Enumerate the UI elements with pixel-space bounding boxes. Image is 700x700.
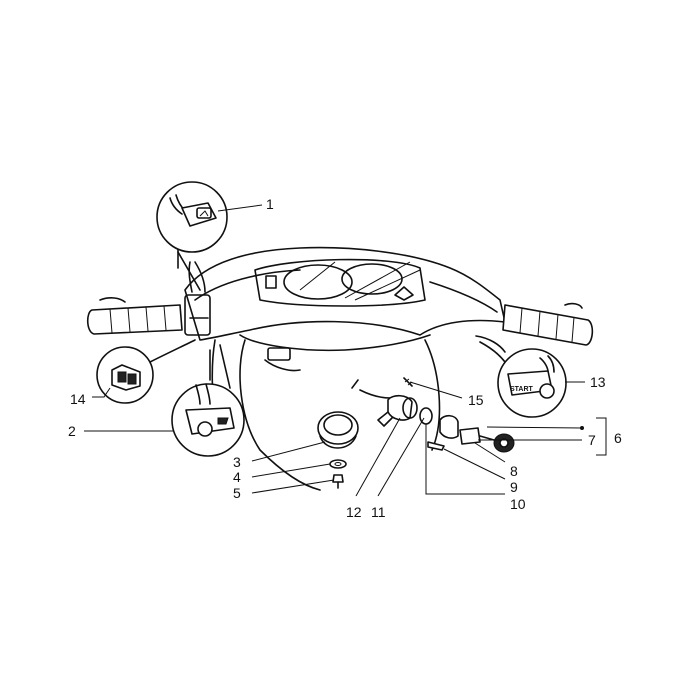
callout-2: 2: [68, 423, 76, 439]
leader-lines: [84, 204, 607, 497]
start-label: START: [510, 386, 534, 393]
callout-13: 13: [590, 374, 606, 390]
callout-4: 4: [233, 469, 241, 485]
inset-2-switch: [171, 344, 245, 457]
callout-5: 5: [233, 485, 241, 501]
callout-6: 6: [614, 430, 622, 446]
inset-1-switch: [156, 181, 228, 291]
inset-13-start-switch: START: [475, 335, 567, 418]
callout-10: 10: [510, 496, 526, 512]
handlebar-assembly: [86, 246, 594, 491]
callout-12: 12: [346, 504, 362, 520]
ignition-parts: [317, 377, 584, 489]
callout-11: 11: [371, 504, 386, 520]
callout-15: 15: [468, 392, 484, 408]
inset-14-horn-switch: [96, 339, 196, 404]
callout-8: 8: [510, 463, 518, 479]
callout-1: 1: [266, 196, 274, 212]
callout-9: 9: [510, 479, 518, 495]
callout-3: 3: [233, 454, 241, 470]
callout-7: 7: [588, 432, 596, 448]
callout-numbers: 1 2 3 4 5 6 7 8 9 10 11 12 13 14 15: [68, 196, 622, 520]
callout-14: 14: [70, 391, 86, 407]
